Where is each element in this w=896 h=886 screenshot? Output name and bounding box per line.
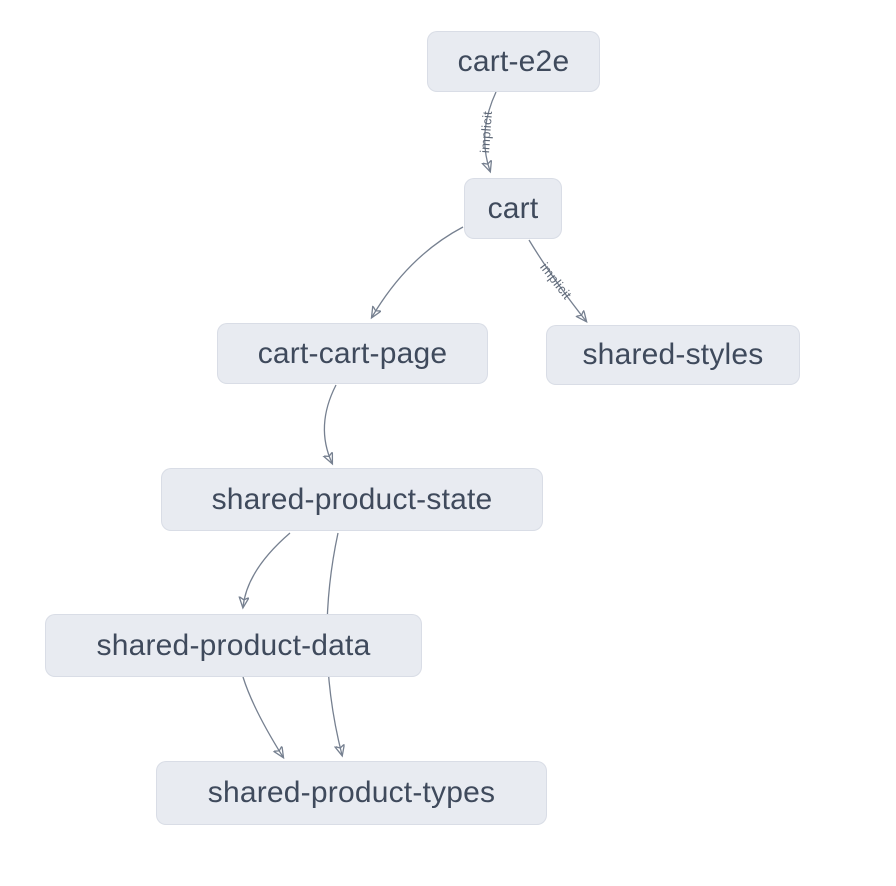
node-shared-product-data[interactable]: shared-product-data — [45, 614, 422, 677]
edge-cart-to-shared-styles — [528, 239, 586, 321]
node-shared-product-state[interactable]: shared-product-state — [161, 468, 543, 531]
node-label: cart-cart-page — [257, 336, 448, 370]
node-shared-product-types[interactable]: shared-product-types — [156, 761, 547, 825]
edge-shared-product-state-to-shared-product-data — [243, 532, 291, 607]
edge-cart-cart-page-to-shared-product-state — [324, 384, 337, 463]
edge-cart-e2e-to-cart — [485, 91, 497, 171]
node-label: shared-product-types — [207, 776, 496, 809]
node-cart-cart-page[interactable]: cart-cart-page — [217, 323, 488, 384]
node-label: cart-e2e — [457, 44, 570, 78]
node-shared-styles[interactable]: shared-styles — [546, 325, 800, 385]
node-label: shared-styles — [582, 338, 764, 371]
node-label: shared-product-data — [96, 628, 371, 662]
node-cart-e2e[interactable]: cart-e2e — [427, 31, 600, 92]
node-label: shared-product-state — [211, 482, 493, 516]
edge-shared-product-data-to-shared-product-types — [242, 676, 283, 757]
edge-cart-to-cart-cart-page — [372, 226, 464, 317]
node-cart[interactable]: cart — [464, 178, 562, 239]
node-label: cart — [487, 191, 539, 225]
